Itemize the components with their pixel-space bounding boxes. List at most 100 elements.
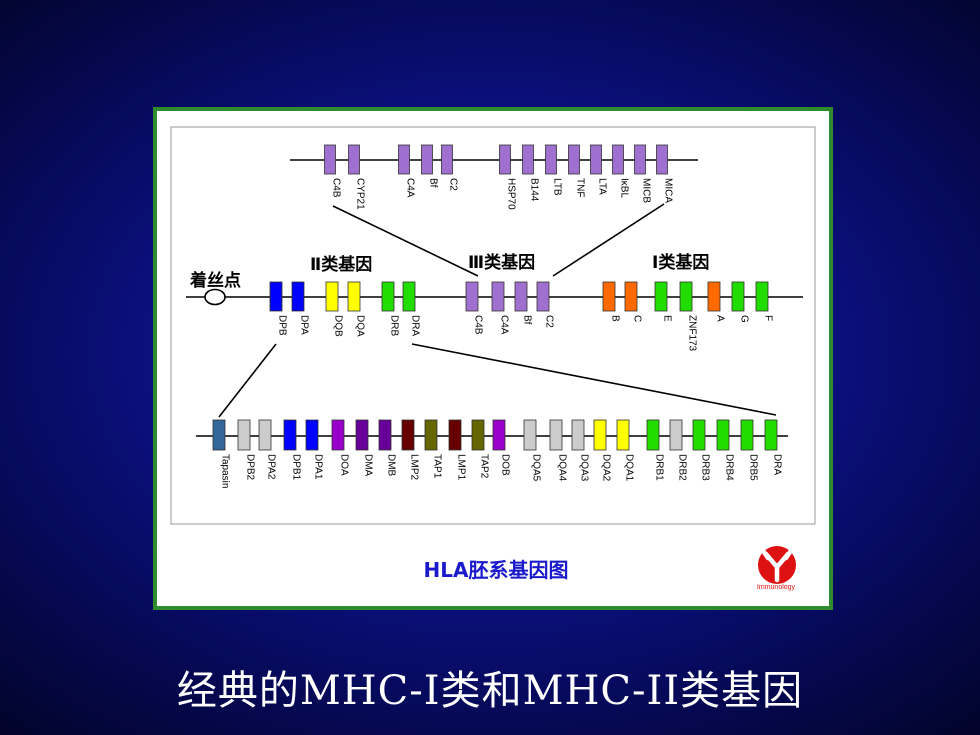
diagram-panel (170, 126, 816, 525)
top-gene-label: C4B (331, 178, 342, 198)
bottom-gene-label: DOB (500, 454, 511, 476)
top-gene-label: Bf (428, 178, 439, 188)
bottom-gene-label: DRB1 (654, 454, 665, 481)
top-gene-label: B144 (529, 178, 540, 202)
middle-gene-label: A (715, 315, 726, 322)
middle-gene-box (491, 281, 505, 312)
bottom-gene-label: LMP1 (456, 454, 467, 481)
bottom-gene-label: DQA5 (531, 454, 542, 482)
top-gene-label: MICA (663, 178, 674, 203)
bottom-gene-label: Tapasin (220, 454, 231, 488)
logo-text: Immunology (756, 584, 796, 591)
bottom-gene-label: DRB5 (748, 454, 759, 481)
bottom-gene-label: DQA1 (624, 454, 635, 482)
bottom-gene-box (716, 419, 730, 451)
bottom-gene-box (378, 419, 392, 451)
centromere-icon (204, 288, 226, 306)
bottom-gene-box (549, 419, 563, 451)
bottom-gene-box (258, 419, 272, 451)
bottom-gene-label: DPB1 (291, 454, 302, 481)
connector-top-left (332, 205, 479, 277)
bottom-gene-label: LMP2 (409, 454, 420, 481)
middle-gene-box (514, 281, 528, 312)
bottom-gene-box (331, 419, 345, 451)
middle-gene-label: DPA (299, 315, 310, 335)
bottom-gene-box (401, 419, 415, 451)
bottom-gene-label: DRB3 (700, 454, 711, 481)
bottom-gene-box (616, 419, 630, 451)
top-gene-box (499, 144, 511, 175)
middle-gene-label: E (662, 315, 673, 322)
middle-gene-label: C (632, 315, 643, 322)
middle-gene-box (291, 281, 305, 312)
top-gene-label: HSP70 (506, 178, 517, 210)
middle-gene-box (624, 281, 638, 312)
middle-gene-label: G (739, 315, 750, 323)
figure-frame (153, 107, 833, 610)
top-gene-box (612, 144, 624, 175)
middle-gene-label: C4A (499, 315, 510, 335)
bottom-gene-box (448, 419, 462, 451)
middle-gene-box (465, 281, 479, 312)
middle-gene-box (602, 281, 616, 312)
top-gene-label: C4A (405, 178, 416, 198)
middle-gene-box (536, 281, 550, 312)
bottom-gene-box (646, 419, 660, 451)
class2-label: Ⅱ类基因 (310, 254, 372, 275)
top-gene-box (421, 144, 433, 175)
bottom-gene-box (237, 419, 251, 451)
bottom-gene-label: DOA (339, 454, 350, 476)
middle-gene-box (325, 281, 339, 312)
top-gene-box (545, 144, 557, 175)
top-gene-box (590, 144, 602, 175)
connector-top-right (552, 203, 665, 277)
top-gene-box (324, 144, 336, 175)
bottom-gene-box (571, 419, 585, 451)
bottom-gene-label: DMA (363, 454, 374, 477)
top-gene-box (568, 144, 580, 175)
middle-gene-label: F (763, 315, 774, 321)
middle-gene-label: DRA (410, 315, 421, 336)
bottom-gene-box (692, 419, 706, 451)
top-gene-label: LTA (597, 178, 608, 195)
middle-gene-label: C4B (473, 315, 484, 335)
figure-caption: HLA胚系基因图 (424, 558, 569, 582)
bottom-gene-box (523, 419, 537, 451)
middle-gene-label: ZNF173 (687, 315, 698, 352)
bottom-gene-label: DRA (772, 454, 783, 475)
bottom-gene-label: DQA2 (601, 454, 612, 482)
middle-gene-box (707, 281, 721, 312)
slide-title: 经典的MHC-I类和MHC-II类基因 (176, 668, 804, 714)
class3-label: Ⅲ类基因 (468, 252, 535, 273)
middle-gene-box (347, 281, 361, 312)
class1-label: Ⅰ类基因 (652, 252, 709, 273)
bottom-gene-box (593, 419, 607, 451)
middle-gene-box (755, 281, 769, 312)
middle-gene-label: C2 (544, 315, 555, 328)
bottom-gene-box (740, 419, 754, 451)
top-gene-box (398, 144, 410, 175)
top-gene-label: IκBL (619, 178, 630, 198)
bottom-gene-label: DPA2 (266, 454, 277, 480)
middle-gene-box (731, 281, 745, 312)
bottom-gene-label: DPB2 (245, 454, 256, 481)
middle-gene-label: DQB (333, 315, 344, 337)
bottom-gene-box (764, 419, 778, 451)
bottom-gene-box (424, 419, 438, 451)
top-gene-box (522, 144, 534, 175)
top-gene-label: CYP21 (355, 178, 366, 210)
middle-gene-box (381, 281, 395, 312)
middle-gene-label: B (610, 315, 621, 322)
bottom-gene-label: DRB2 (677, 454, 688, 481)
bottom-gene-label: DQA3 (579, 454, 590, 482)
bottom-gene-box (669, 419, 683, 451)
bottom-gene-box (305, 419, 319, 451)
connector-bottom-right (411, 343, 777, 416)
bottom-gene-label: DMB (386, 454, 397, 477)
middle-gene-label: DPB (277, 315, 288, 336)
middle-gene-label: Bf (522, 315, 533, 325)
middle-gene-label: DQA (355, 315, 366, 337)
top-gene-label: LTB (552, 178, 563, 196)
